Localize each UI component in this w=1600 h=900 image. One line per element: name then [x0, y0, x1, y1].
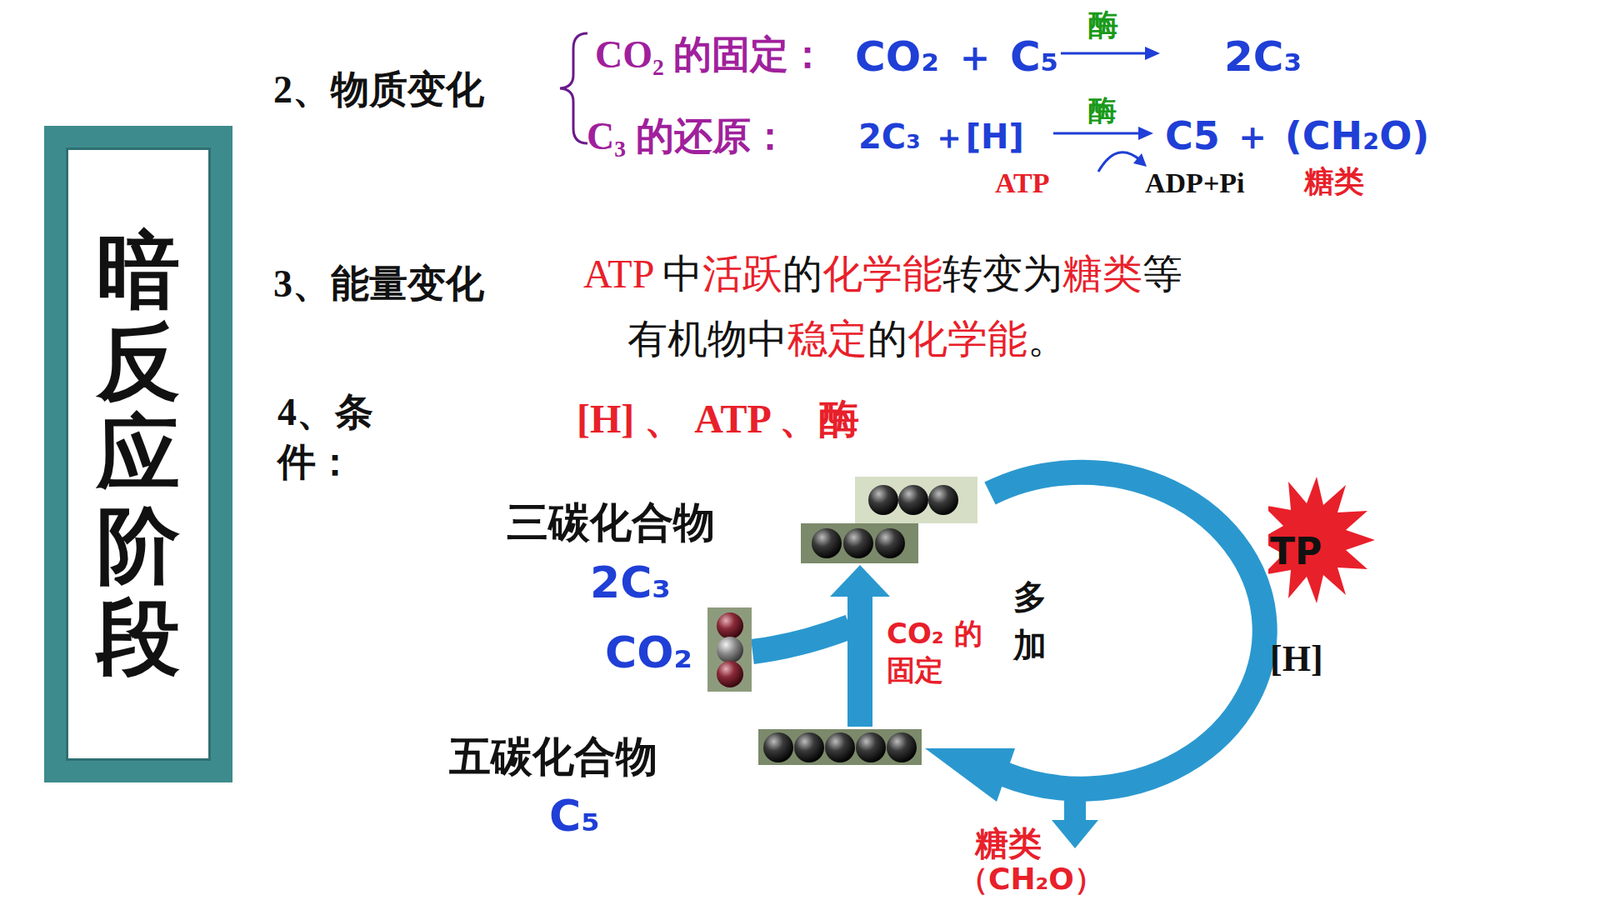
sentence-part: 化学能 — [907, 315, 1028, 362]
c3-box — [855, 476, 978, 524]
atp-label: TP — [1270, 530, 1322, 575]
sentence-part: 中 — [662, 250, 703, 297]
equation-term: CO₂ ＋ C₅ — [855, 31, 1060, 82]
product-label: 糖类 — [975, 823, 1042, 864]
equation-term: C5 ＋ (CH₂O) — [1165, 113, 1430, 160]
sentence-part: 转变为 — [942, 250, 1063, 297]
compound-name: 三碳化合物 — [506, 497, 715, 548]
title-box: 暗反应阶段 — [44, 125, 233, 783]
compound-formula: C₅ — [549, 790, 600, 842]
title-panel: 暗反应阶段 — [65, 147, 211, 761]
cycle-arc — [990, 472, 1265, 790]
conditions: [H] 、 ATP 、酶 — [576, 395, 860, 444]
compound-name: 五碳化合物 — [449, 731, 658, 782]
sentence-part: 化学能 — [822, 250, 943, 297]
atp-label: ATP — [995, 166, 1050, 201]
fixation-arrowhead — [830, 565, 890, 597]
equation-term: 2C₃ — [1224, 31, 1302, 82]
cycle-arrowhead — [925, 748, 1015, 802]
sentence-part: 。 — [1027, 315, 1068, 362]
compound-formula: 2C₃ — [590, 556, 671, 609]
compound-formula: CO₂ — [605, 626, 693, 679]
sentence-part: 稳定 — [787, 315, 868, 362]
sentence-part: 有机物中 — [627, 315, 788, 362]
co2-balls — [716, 612, 744, 688]
equation-term: 2C₃ ＋[H] — [858, 116, 1025, 157]
atp-starburst — [1258, 476, 1375, 604]
sentence-part: 的 — [782, 250, 823, 297]
enzyme-note: 多 — [1013, 576, 1047, 617]
sentence-part: 糖类 — [1062, 250, 1143, 297]
fixation-arrow — [847, 593, 873, 727]
step-name: CO₂ 的固定： — [595, 31, 827, 78]
section-heading: 4、条件： — [277, 387, 436, 488]
h-label: [H] — [1270, 637, 1324, 682]
brace — [560, 33, 588, 144]
enzyme-label: 酶 — [1088, 93, 1117, 128]
c3-box — [800, 523, 919, 564]
section-heading: 2、物质变化 — [273, 66, 485, 113]
output-arrow — [1064, 783, 1086, 824]
energy-sentence: ATP中活跃的化学能转变为糖类等 — [583, 250, 1183, 299]
sentence-part: 活跃 — [702, 250, 783, 297]
c5-box — [758, 729, 922, 765]
adp-label: ADP+Pi — [1145, 166, 1245, 201]
process-label: CO₂ 的 固定 — [886, 615, 991, 689]
vertical-title: 暗反应阶段 — [96, 225, 180, 684]
enzyme-label: 酶 — [1088, 6, 1119, 43]
reaction-arrows — [1053, 46, 1160, 172]
product-formula: （CH₂O） — [958, 860, 1105, 897]
energy-sentence: 有机物中稳定的化学能。 — [627, 315, 1068, 364]
enzyme-note: 加 — [1013, 625, 1047, 665]
sentence-part: ATP — [583, 251, 655, 296]
co2-box — [707, 607, 752, 692]
product-label: 糖类 — [1304, 163, 1365, 200]
sentence-part: 的 — [867, 315, 908, 362]
sentence-part: 等 — [1142, 250, 1183, 297]
section-heading: 3、能量变化 — [273, 260, 485, 307]
co2-arrow — [752, 626, 850, 652]
step-name: C₃ 的还原： — [586, 113, 790, 160]
output-arrowhead — [1051, 820, 1099, 849]
